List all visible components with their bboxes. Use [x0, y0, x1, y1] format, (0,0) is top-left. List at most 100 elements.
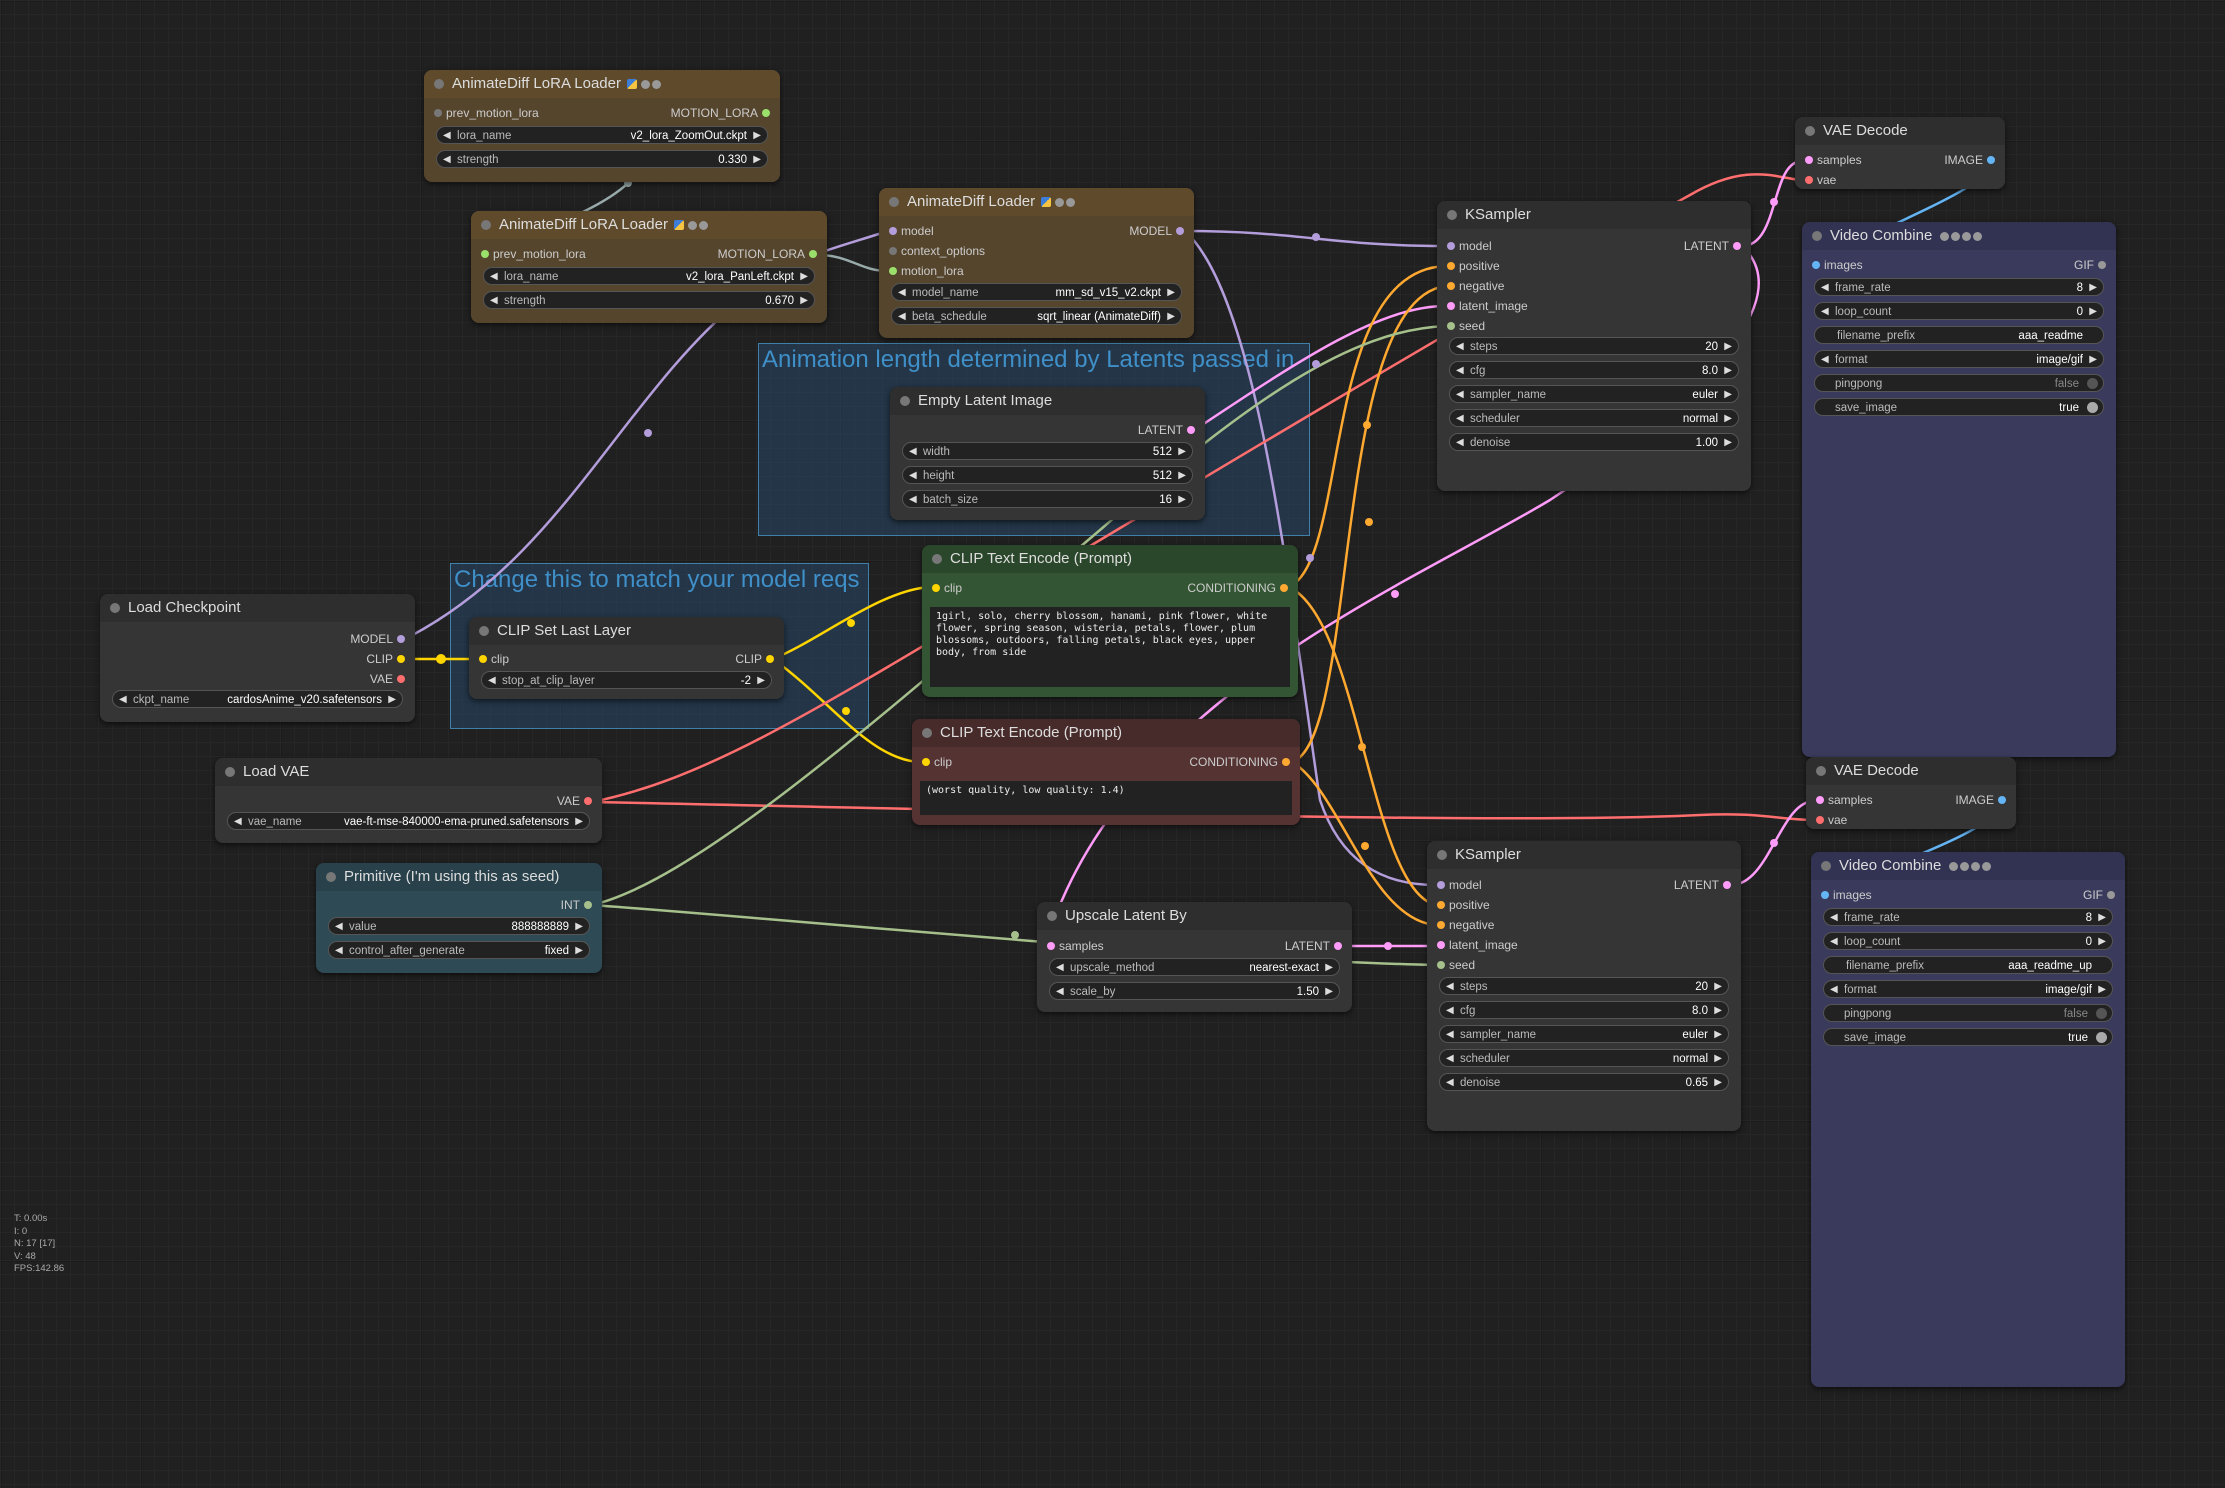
output-int[interactable]: INT: [561, 896, 592, 914]
input-prev-motion-lora[interactable]: prev_motion_lora: [481, 245, 586, 263]
collapse-dot-icon[interactable]: [110, 603, 120, 613]
node-load-checkpoint[interactable]: Load Checkpoint MODEL CLIP VAE ◀ckpt_nam…: [100, 594, 415, 722]
output-latent[interactable]: LATENT: [1285, 937, 1342, 955]
collapse-dot-icon[interactable]: [932, 554, 942, 564]
collapse-dot-icon[interactable]: [1437, 850, 1447, 860]
node-upscale-latent-by[interactable]: Upscale Latent By samples LATENT ◀upscal…: [1037, 902, 1352, 1012]
output-gif[interactable]: GIF: [2083, 886, 2115, 904]
node-title[interactable]: Primitive (I'm using this as seed): [316, 863, 602, 891]
node-title[interactable]: AnimateDiff LoRA Loader: [471, 211, 827, 239]
input-samples[interactable]: samples: [1047, 937, 1104, 955]
collapse-dot-icon[interactable]: [326, 872, 336, 882]
output-model[interactable]: MODEL: [350, 630, 405, 648]
node-clip-text-encode-positive[interactable]: CLIP Text Encode (Prompt) clip CONDITION…: [922, 545, 1298, 697]
input-latent-image[interactable]: latent_image: [1447, 297, 1528, 315]
collapse-dot-icon[interactable]: [479, 626, 489, 636]
node-title[interactable]: Empty Latent Image: [890, 387, 1205, 415]
prompt-textarea[interactable]: (worst quality, low quality: 1.4): [920, 781, 1292, 815]
collapse-dot-icon[interactable]: [1816, 766, 1826, 776]
input-samples[interactable]: samples: [1816, 791, 1873, 809]
collapse-dot-icon[interactable]: [1447, 210, 1457, 220]
output-vae[interactable]: VAE: [370, 670, 405, 688]
output-vae[interactable]: VAE: [557, 792, 592, 810]
node-title[interactable]: CLIP Text Encode (Prompt): [922, 545, 1298, 573]
input-images[interactable]: images: [1821, 886, 1872, 904]
input-positive[interactable]: positive: [1447, 257, 1500, 275]
input-clip[interactable]: clip: [922, 753, 952, 771]
node-title[interactable]: KSampler: [1427, 841, 1741, 869]
output-latent[interactable]: LATENT: [1674, 876, 1731, 894]
input-clip[interactable]: clip: [479, 650, 509, 668]
node-vae-decode-1[interactable]: VAE Decode samples vae IMAGE: [1795, 117, 2005, 189]
output-image[interactable]: IMAGE: [1944, 151, 1995, 169]
output-latent[interactable]: LATENT: [1684, 237, 1741, 255]
node-title[interactable]: CLIP Set Last Layer: [469, 617, 784, 645]
node-title[interactable]: Load Checkpoint: [100, 594, 415, 622]
input-latent-image[interactable]: latent_image: [1437, 936, 1518, 954]
node-animatediff-loader[interactable]: AnimateDiff Loader model context_options…: [879, 188, 1194, 338]
node-title[interactable]: VAE Decode: [1806, 757, 2016, 785]
prompt-textarea[interactable]: 1girl, solo, cherry blossom, hanami, pin…: [930, 607, 1290, 687]
collapse-dot-icon[interactable]: [1805, 126, 1815, 136]
output-image[interactable]: IMAGE: [1955, 791, 2006, 809]
output-conditioning[interactable]: CONDITIONING: [1189, 753, 1290, 771]
input-seed[interactable]: seed: [1447, 317, 1485, 335]
input-negative[interactable]: negative: [1447, 277, 1504, 295]
node-clip-text-encode-negative[interactable]: CLIP Text Encode (Prompt) clip CONDITION…: [912, 719, 1300, 825]
collapse-dot-icon[interactable]: [434, 79, 444, 89]
input-prev-motion-lora[interactable]: prev_motion_lora: [434, 104, 539, 122]
collapse-dot-icon[interactable]: [889, 197, 899, 207]
output-motion-lora[interactable]: MOTION_LORA: [718, 245, 817, 263]
input-positive[interactable]: positive: [1437, 896, 1490, 914]
input-model[interactable]: model: [1437, 876, 1482, 894]
node-title[interactable]: AnimateDiff LoRA Loader: [424, 70, 780, 98]
node-title[interactable]: Upscale Latent By: [1037, 902, 1352, 930]
node-clip-set-last-layer[interactable]: CLIP Set Last Layer clip CLIP ◀stop_at_c…: [469, 617, 784, 699]
collapse-dot-icon[interactable]: [1047, 911, 1057, 921]
output-motion-lora[interactable]: MOTION_LORA: [671, 104, 770, 122]
output-model[interactable]: MODEL: [1129, 222, 1184, 240]
node-title[interactable]: AnimateDiff Loader: [879, 188, 1194, 216]
node-ksampler-1[interactable]: KSampler model positive negative latent_…: [1437, 201, 1751, 491]
input-images[interactable]: images: [1812, 256, 1863, 274]
node-ksampler-2[interactable]: KSampler model positive negative latent_…: [1427, 841, 1741, 1131]
node-title[interactable]: Video Combine: [1802, 222, 2116, 250]
input-model[interactable]: model: [889, 222, 934, 240]
node-primitive-seed[interactable]: Primitive (I'm using this as seed) INT ◀…: [316, 863, 602, 973]
output-clip[interactable]: CLIP: [735, 650, 774, 668]
input-negative[interactable]: negative: [1437, 916, 1494, 934]
node-title[interactable]: Video Combine: [1811, 852, 2125, 880]
input-clip[interactable]: clip: [932, 579, 962, 597]
